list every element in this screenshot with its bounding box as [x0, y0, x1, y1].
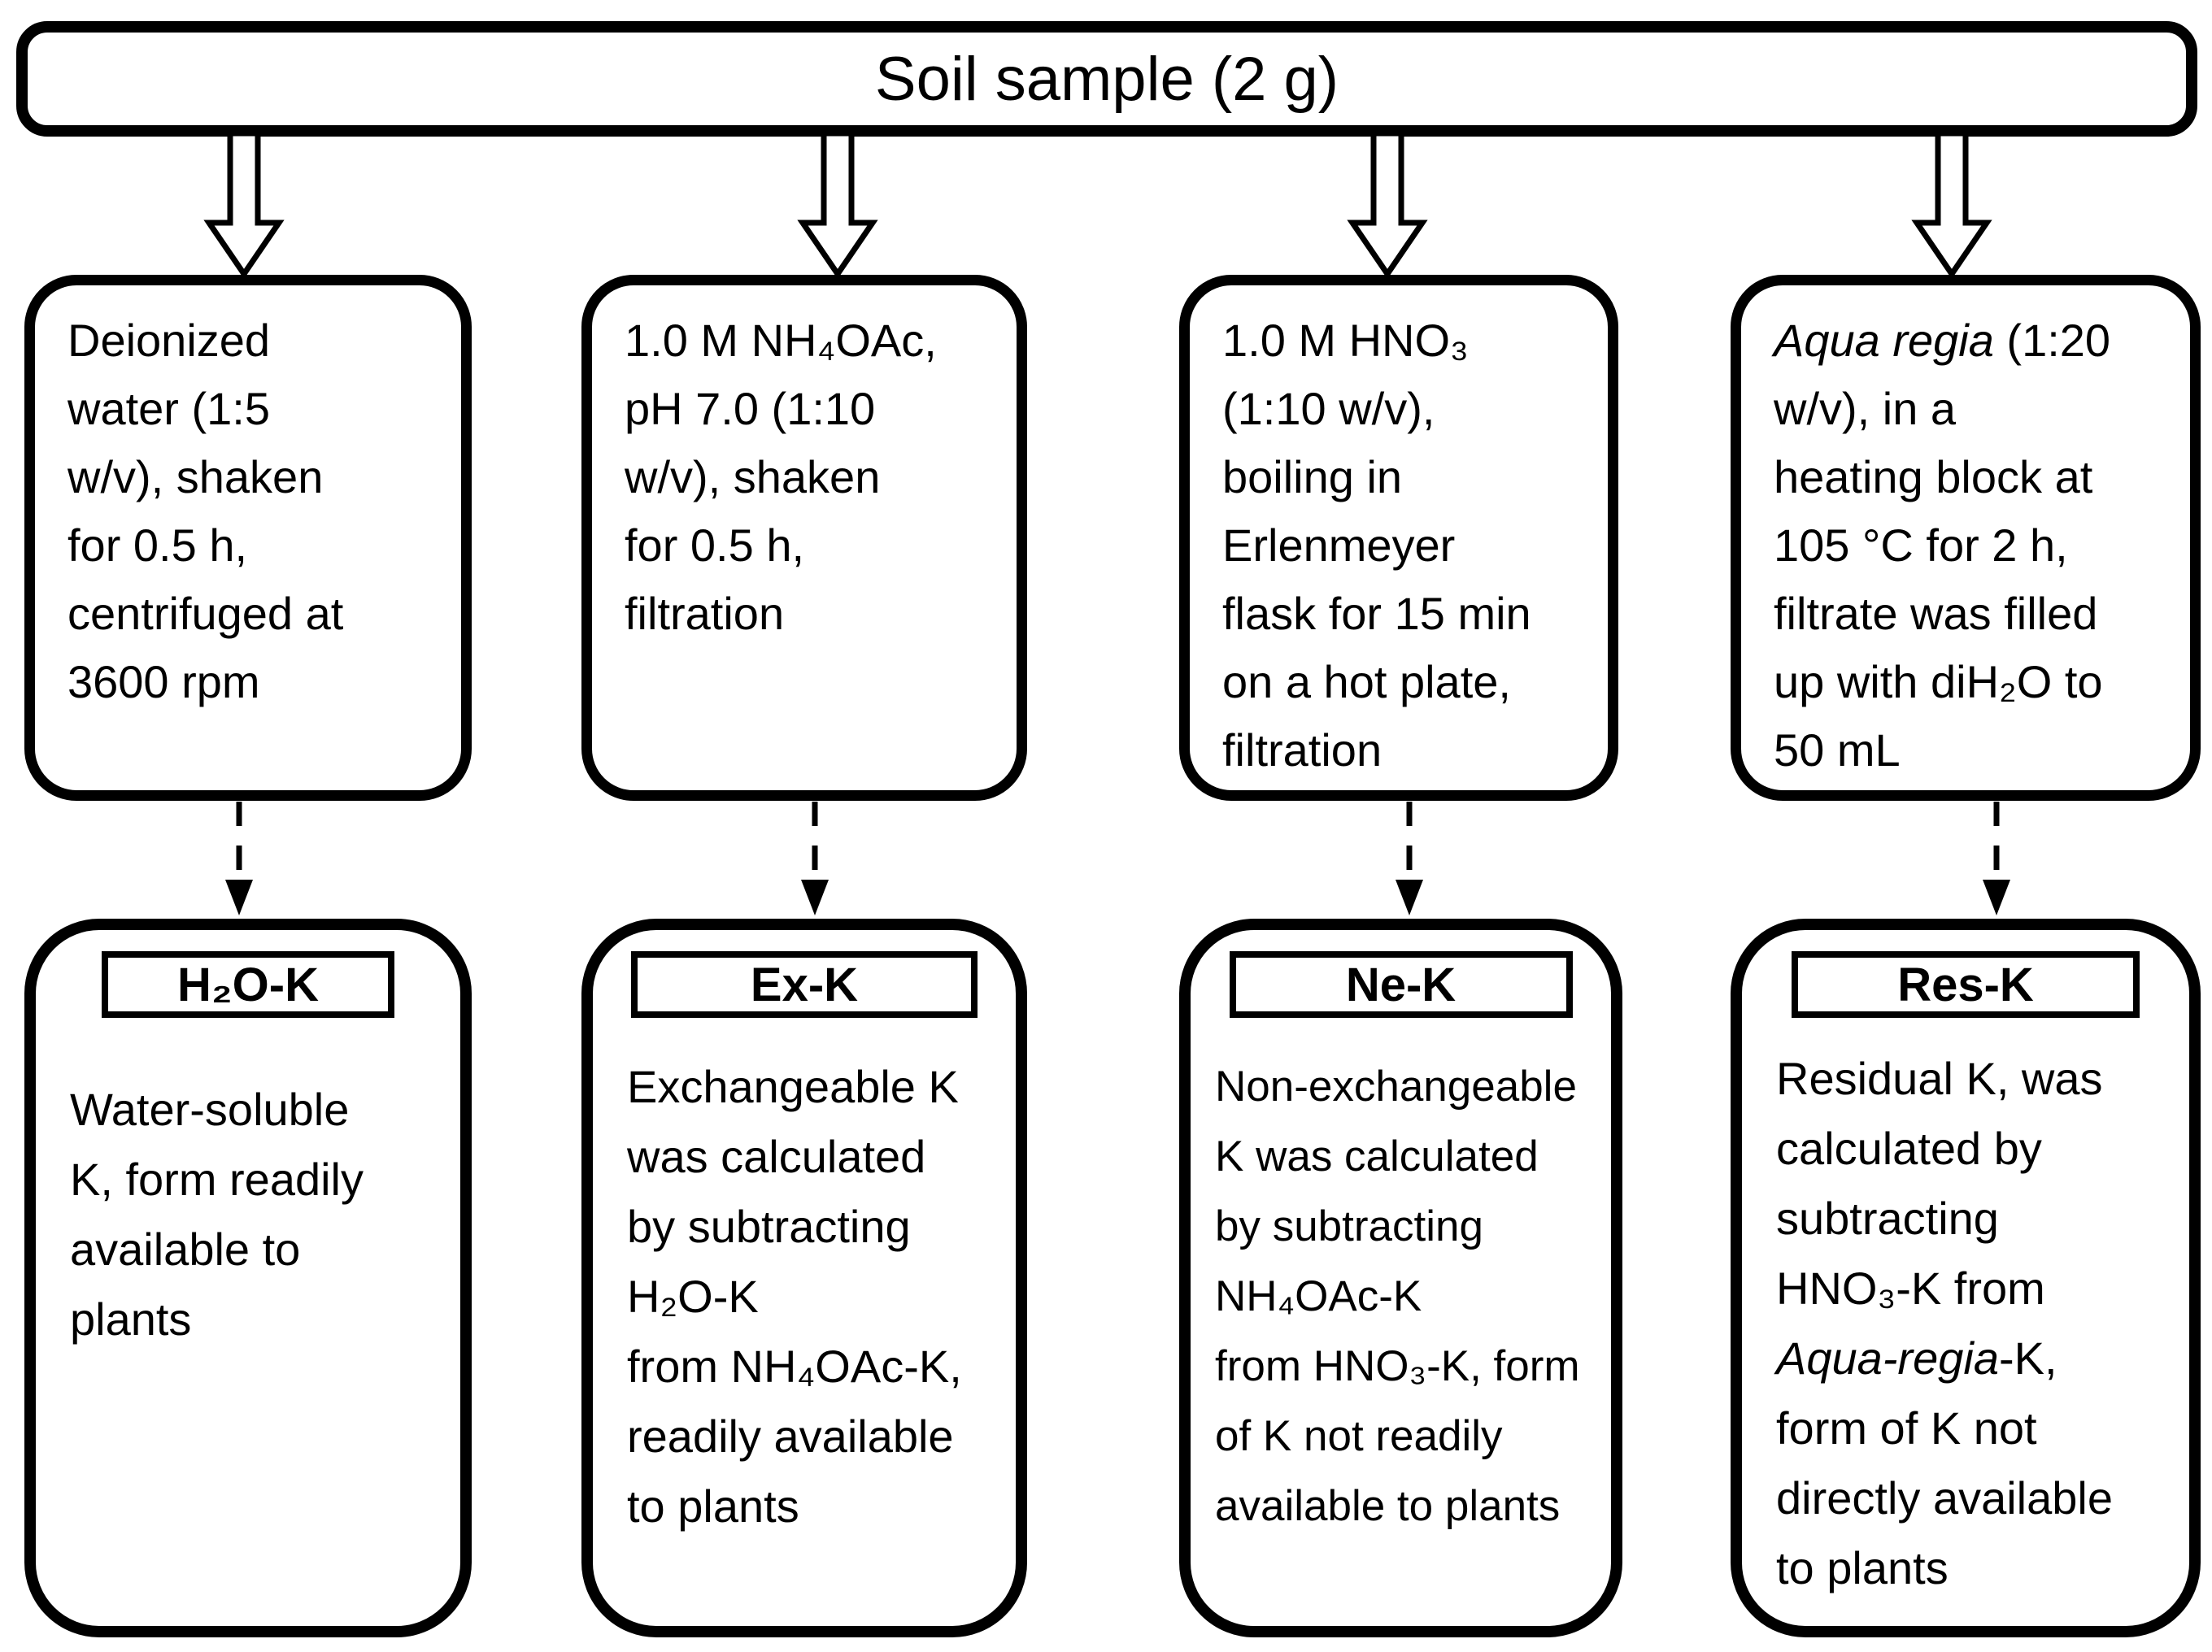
- method-box-aqua-regia: Aqua regia (1:20 w/v), in a heating bloc…: [1731, 275, 2201, 801]
- soil-sample-box: Soil sample (2 g): [16, 21, 2197, 137]
- method-text-nh4oac: 1.0 M NH₄OAc, pH 7.0 (1:10 w/v), shaken …: [625, 315, 937, 639]
- block-down-arrow-icon-4: [1911, 133, 1992, 276]
- aqua-regia-italic: Aqua regia: [1774, 315, 1994, 366]
- result-text-h2o-k: Water-soluble K, form readily available …: [70, 1084, 364, 1345]
- block-down-arrow-icon-2: [797, 133, 878, 276]
- result-box-res-k: Res-K Residual K, was calculated by subt…: [1731, 919, 2201, 1637]
- method-text-deionized-water: Deionized water (1:5 w/v), shaken for 0.…: [67, 315, 344, 707]
- res-k-text-after: -K, form of K not directly available to …: [1776, 1332, 2113, 1593]
- result-box-h2o-k: H₂O-K Water-soluble K, form readily avai…: [24, 919, 472, 1637]
- aqua-regia-rest: (1:20 w/v), in a heating block at 105 °C…: [1774, 315, 2111, 776]
- result-label-res-k: Res-K: [1897, 958, 2034, 1011]
- result-text-ne-k: Non-exchangeable K was calculated by sub…: [1215, 1063, 1580, 1530]
- soil-sample-title: Soil sample (2 g): [874, 44, 1339, 114]
- result-label-box-h2o-k: H₂O-K: [102, 951, 394, 1018]
- dashed-down-arrow-icon-3: [1396, 802, 1423, 915]
- result-label-ne-k: Ne-K: [1345, 958, 1457, 1011]
- method-text-aqua-regia: Aqua regia (1:20 w/v), in a heating bloc…: [1741, 285, 2190, 785]
- dashed-down-arrow-icon-2: [801, 802, 829, 915]
- result-label-ex-k: Ex-K: [750, 958, 859, 1011]
- dashed-down-arrow-icon-4: [1983, 802, 2010, 915]
- res-k-text-before: Residual K, was calculated by subtractin…: [1776, 1053, 2103, 1314]
- block-down-arrow-icon-1: [203, 133, 285, 276]
- result-box-ne-k: Ne-K Non-exchangeable K was calculated b…: [1179, 919, 1622, 1637]
- result-label-box-res-k: Res-K: [1792, 951, 2140, 1018]
- result-text-res-k: Residual K, was calculated by subtractin…: [1742, 1044, 2189, 1603]
- method-box-deionized-water: Deionized water (1:5 w/v), shaken for 0.…: [24, 275, 472, 801]
- block-down-arrow-icon-3: [1347, 133, 1428, 276]
- method-box-nh4oac: 1.0 M NH₄OAc, pH 7.0 (1:10 w/v), shaken …: [581, 275, 1027, 801]
- result-text-ex-k: Exchangeable K was calculated by subtrac…: [627, 1061, 962, 1532]
- result-label-box-ex-k: Ex-K: [631, 951, 978, 1018]
- method-box-hno3: 1.0 M HNO₃ (1:10 w/v), boiling in Erlenm…: [1179, 275, 1618, 801]
- dashed-down-arrow-icon-1: [225, 802, 253, 915]
- result-label-box-ne-k: Ne-K: [1229, 951, 1573, 1018]
- result-box-ex-k: Ex-K Exchangeable K was calculated by su…: [581, 919, 1027, 1637]
- method-text-hno3: 1.0 M HNO₃ (1:10 w/v), boiling in Erlenm…: [1222, 315, 1531, 776]
- result-label-h2o-k: H₂O-K: [177, 958, 319, 1011]
- res-k-aqua-regia-italic: Aqua-regia: [1776, 1332, 1999, 1384]
